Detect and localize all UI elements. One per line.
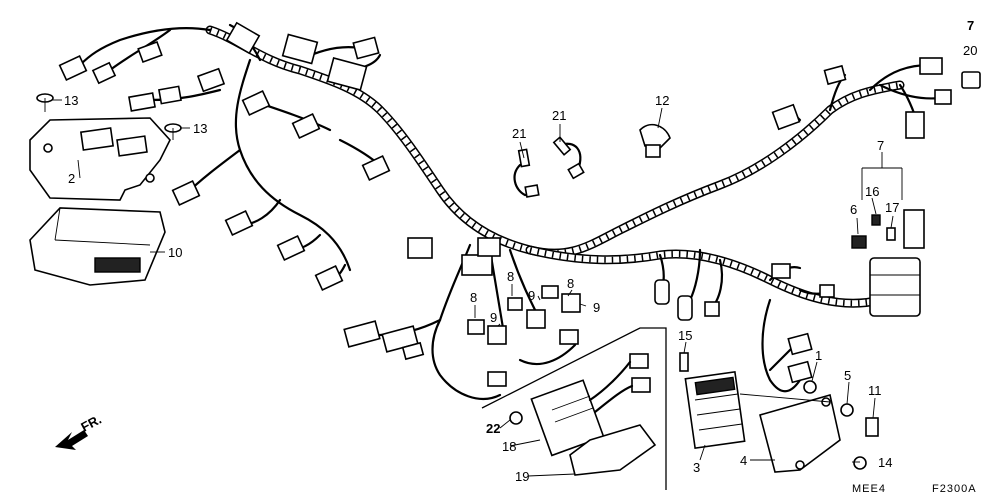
callout-9-mid: 9 [528,288,535,303]
callout-21-right: 21 [552,108,566,123]
callout-labels: 1 2 3 4 5 6 7 20 7 16 17 8 8 8 9 9 9 10 … [64,18,977,484]
callout-21-left: 21 [512,126,526,141]
inset-frame [481,327,667,490]
callout-17: 17 [885,200,899,215]
callout-12: 12 [655,93,669,108]
callout-7-cluster: 7 [877,138,884,153]
harness-connectors [58,21,981,387]
callout-13-lower: 13 [193,121,207,136]
callout-11: 11 [868,383,882,398]
callout-7-top: 7 [967,18,974,33]
callout-2: 2 [68,171,75,186]
callout-20: 20 [963,43,977,58]
band-clips [513,123,671,198]
callout-8-left: 8 [470,290,477,305]
callout-9-right: 9 [593,300,600,315]
regulator-assembly [679,352,879,473]
callout-22: 22 [486,421,500,436]
diagram-code-left: MEE4 [852,483,886,495]
fuse-box-bracket [29,117,171,201]
callout-18: 18 [502,439,516,454]
callout-4: 4 [740,453,747,468]
callout-9-left: 9 [490,310,497,325]
callout-3: 3 [693,460,700,475]
callout-8-right: 8 [567,276,574,291]
callout-15: 15 [678,328,692,343]
relays [467,285,581,345]
screws [36,93,182,140]
leader-lines [52,99,903,477]
inset-regulator [509,353,657,476]
callout-13-upper: 13 [64,93,78,108]
callout-8-mid: 8 [507,269,514,284]
callout-14: 14 [878,455,892,470]
callout-6: 6 [850,202,857,217]
callout-10: 10 [168,245,182,260]
callout-16: 16 [865,184,879,199]
diagram-code-right: F2300A [932,483,977,495]
front-direction-arrow [55,430,88,450]
callout-1: 1 [815,348,822,363]
ecu-box [29,207,166,286]
callout-5: 5 [844,368,851,383]
callout-19: 19 [515,469,529,484]
